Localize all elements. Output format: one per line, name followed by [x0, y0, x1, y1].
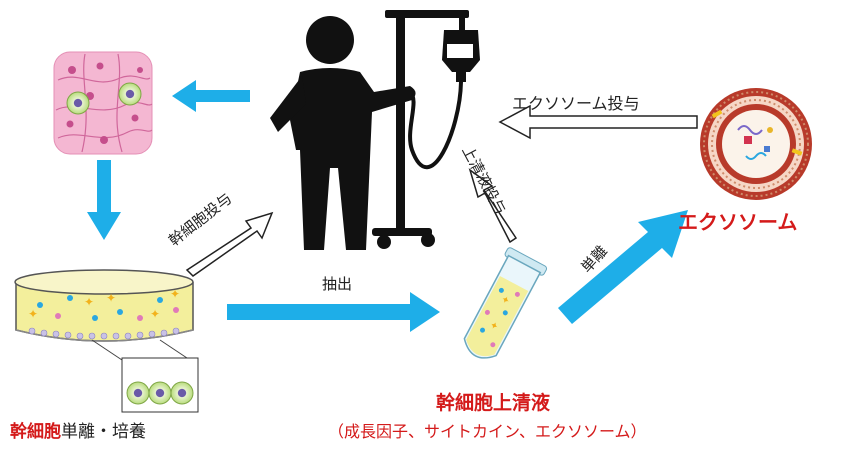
- exosome-admin-label: エクソソーム投与: [512, 94, 640, 113]
- svg-text:✦: ✦: [84, 295, 94, 309]
- arrow-exo-admin: [498, 104, 698, 140]
- exosome-image: [700, 88, 812, 200]
- iv-base: [372, 228, 432, 236]
- stem-cell-caption: 幹細胞単離・培養: [10, 417, 146, 442]
- inset-zoom: [91, 339, 199, 413]
- iv-hook: [385, 10, 469, 18]
- svg-text:✦: ✦: [150, 307, 160, 321]
- extract-label: 抽出: [322, 275, 353, 293]
- iv-tube: [408, 81, 463, 170]
- supernatant-subtitle: （成長因子、サイトカイン、エクソソーム）: [328, 422, 647, 441]
- stem-cell-rest: 単離・培養: [61, 422, 146, 442]
- arrow-to-tissue: [172, 80, 250, 112]
- exosome-title: エクソソーム: [678, 210, 798, 234]
- svg-text:✦: ✦: [28, 307, 38, 321]
- arrow-to-culture: [87, 160, 121, 240]
- stem-cell-bold: 幹細胞: [10, 422, 61, 442]
- arrow-isolate: [558, 210, 688, 324]
- iv-pole: [396, 14, 405, 236]
- left-arm: [270, 76, 306, 132]
- arrow-stem-admin: [185, 211, 274, 277]
- iv-bag-label: [447, 44, 473, 58]
- outline-arrows: [185, 104, 698, 277]
- iv-hook-drop: [459, 14, 465, 30]
- svg-text:✦: ✦: [170, 287, 180, 301]
- blue-arrows: [87, 80, 688, 332]
- drip-chamber: [456, 70, 466, 82]
- patient-iv-figure: [270, 10, 480, 250]
- svg-text:✦: ✦: [106, 291, 116, 305]
- culture-dish: ✦ ✦ ✦ ✦ ✦: [14, 269, 194, 342]
- head: [306, 16, 354, 64]
- body: [290, 68, 416, 250]
- arrow-sup-admin: [468, 168, 518, 244]
- arrow-extract: [227, 292, 440, 332]
- supernatant-title: 幹細胞上清液: [436, 392, 551, 414]
- test-tube: ✦✦: [463, 247, 548, 359]
- tissue-image: [53, 51, 153, 155]
